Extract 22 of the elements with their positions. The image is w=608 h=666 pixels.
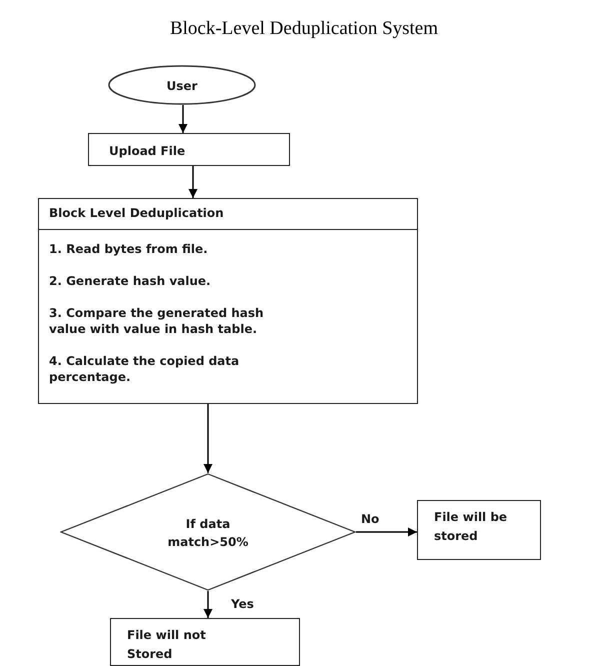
arrow (204, 404, 212, 473)
step-text: 1. Read bytes from file. (49, 242, 209, 258)
node-label: Upload File (109, 143, 186, 160)
node-label: If data match>50% (166, 516, 250, 551)
arrow (178, 105, 188, 133)
step-text: 3. Compare the generated hash value with value in hash table. (49, 306, 265, 338)
process-box (88, 133, 290, 166)
edge-label: Yes (230, 597, 255, 611)
process-panel (38, 198, 418, 404)
node-label: File will not Stored (127, 627, 207, 663)
edge-label: No (360, 512, 380, 526)
arrow (188, 166, 198, 198)
process-box (417, 500, 541, 560)
panel-heading: Block Level Deduplication (49, 206, 225, 222)
step-text: 2. Generate hash value. (49, 274, 212, 290)
diagram-title: Block-Level Deduplication System (168, 18, 440, 40)
step-text: 4. Calculate the copied data percentage. (49, 354, 240, 386)
arrow (356, 528, 417, 536)
node-label: File will be stored (434, 509, 508, 545)
process-box (110, 618, 300, 666)
arrow (204, 591, 212, 618)
node-label: User (166, 78, 198, 95)
